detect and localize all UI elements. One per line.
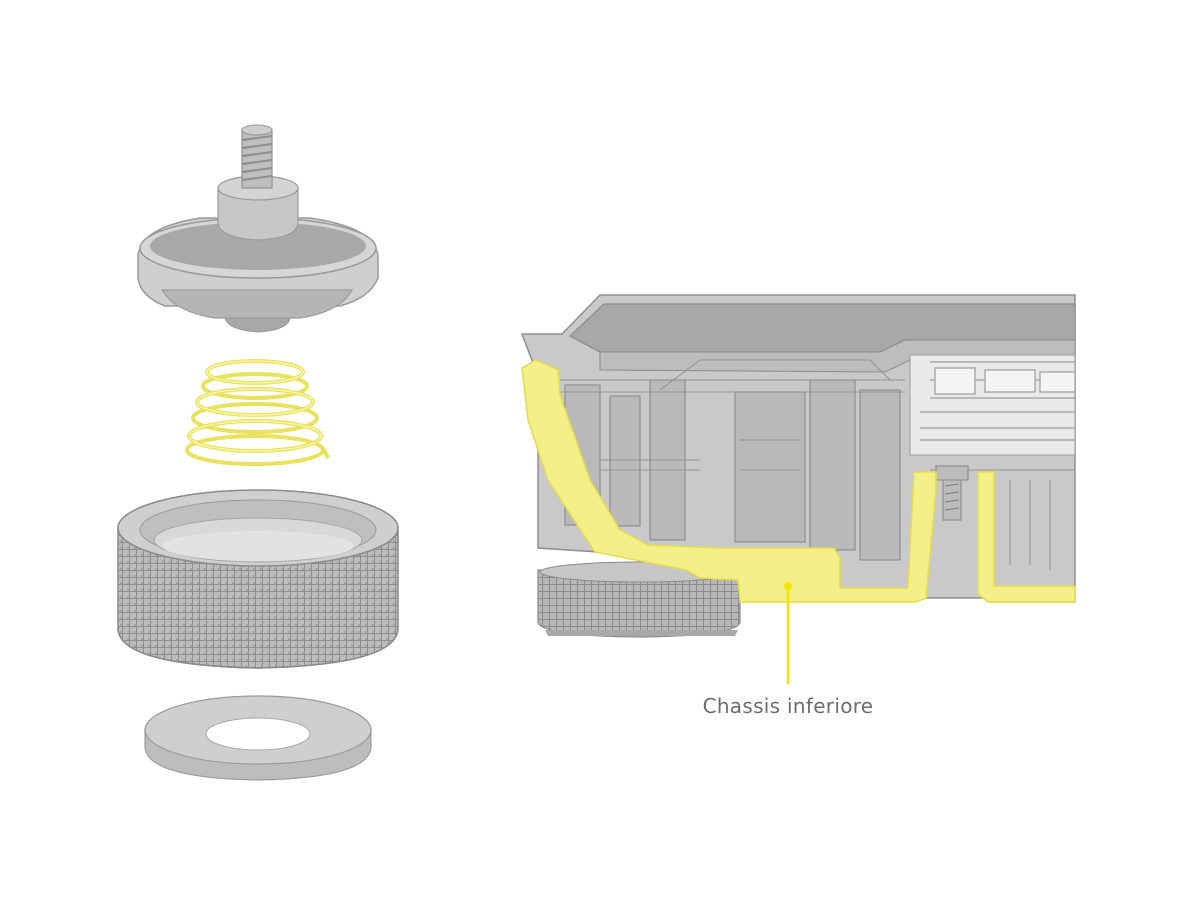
washer: [144, 695, 372, 781]
knurled-ring: [117, 489, 399, 669]
lower-chassis-rib: [977, 471, 1076, 603]
spring: [185, 359, 330, 466]
threaded-foot-top-part: [137, 124, 379, 333]
exploded-foot-assembly: [117, 124, 399, 781]
screw: [935, 465, 969, 521]
lower-chassis-highlight: [521, 359, 937, 603]
callout-dot: [784, 582, 792, 590]
callout-label-lower-chassis: Chassis inferiore: [702, 694, 874, 718]
cross-section-view: [520, 294, 1076, 684]
